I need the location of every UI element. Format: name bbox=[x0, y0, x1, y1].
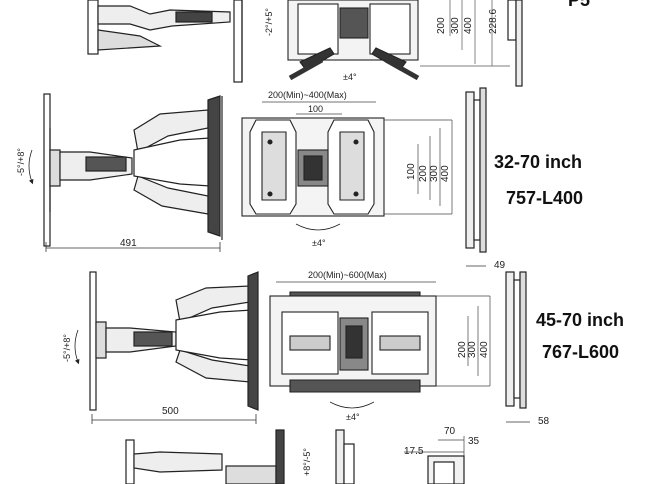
l400-size-label: 32-70 inch bbox=[494, 152, 582, 172]
l600-depth-view bbox=[505, 271, 527, 409]
top-dim-200: 200 bbox=[436, 17, 447, 34]
l600-width-range: 200(Min)~600(Max) bbox=[308, 270, 387, 280]
top-model-partial: P5 bbox=[568, 0, 590, 10]
l600-extension: 500 bbox=[162, 406, 179, 417]
l400-depth: 49 bbox=[494, 260, 506, 271]
bottom-dim-17-5: 17.5 bbox=[404, 446, 424, 457]
bottom-bracket-detail bbox=[427, 455, 465, 484]
l400-depth-view bbox=[465, 87, 487, 253]
l600-right-dimension-lines bbox=[436, 295, 491, 387]
l400-top-dimension-lines bbox=[262, 101, 376, 115]
bottom-dim-35: 35 bbox=[468, 436, 480, 447]
l400-right-dimension-lines bbox=[384, 119, 453, 215]
l600-model-label: 767-L600 bbox=[542, 342, 619, 362]
l600-front-view bbox=[269, 291, 437, 393]
top-angle-side: -2°/+5° bbox=[264, 8, 274, 36]
l600-size-label: 45-70 inch bbox=[536, 310, 624, 330]
l600-dim-200: 200 bbox=[457, 341, 468, 358]
l400-side-view bbox=[43, 93, 223, 247]
l400-rotate: ±4° bbox=[312, 238, 326, 248]
l400-width-range: 200(Min)~400(Max) bbox=[268, 90, 347, 100]
l400-tilt: -5°/+8° bbox=[16, 148, 26, 176]
l400-rotate-arc bbox=[295, 223, 341, 231]
top-dim-228: 228.6 bbox=[488, 9, 499, 34]
l600-tilt: -5°/+8° bbox=[62, 334, 72, 362]
top-dimension-lines bbox=[420, 0, 510, 67]
l400-dim-200: 200 bbox=[418, 165, 429, 182]
l400-front-view bbox=[241, 117, 385, 217]
l600-rotate: ±4° bbox=[346, 412, 360, 422]
l400-tilt-arrow bbox=[28, 149, 34, 185]
l600-rotate-arc bbox=[329, 401, 375, 409]
bottom-depth-view bbox=[335, 429, 355, 484]
l600-side-view bbox=[89, 271, 259, 411]
l400-dim-100: 100 bbox=[406, 163, 417, 180]
bottom-dim-70: 70 bbox=[444, 426, 456, 437]
top-dim-300: 300 bbox=[450, 17, 461, 34]
l400-dim-100-top: 100 bbox=[308, 104, 323, 114]
l400-dim-300: 300 bbox=[429, 165, 440, 182]
top-dim-400: 400 bbox=[463, 17, 474, 34]
bottom-side-view bbox=[125, 429, 285, 484]
l400-extension: 491 bbox=[120, 238, 137, 249]
l400-dim-400: 400 bbox=[440, 165, 451, 182]
l400-model-label: 757-L400 bbox=[506, 188, 583, 208]
bottom-tilt: +8°/-5° bbox=[302, 448, 312, 476]
l600-tilt-arrow bbox=[74, 329, 80, 365]
l600-dim-300: 300 bbox=[467, 341, 478, 358]
l600-depth: 58 bbox=[538, 416, 550, 427]
top-side-view bbox=[87, 0, 243, 83]
top-front-view bbox=[287, 0, 420, 81]
top-depth-view bbox=[507, 0, 523, 87]
l600-dim-400: 400 bbox=[479, 341, 490, 358]
top-angle-bottom: ±4° bbox=[343, 72, 357, 82]
